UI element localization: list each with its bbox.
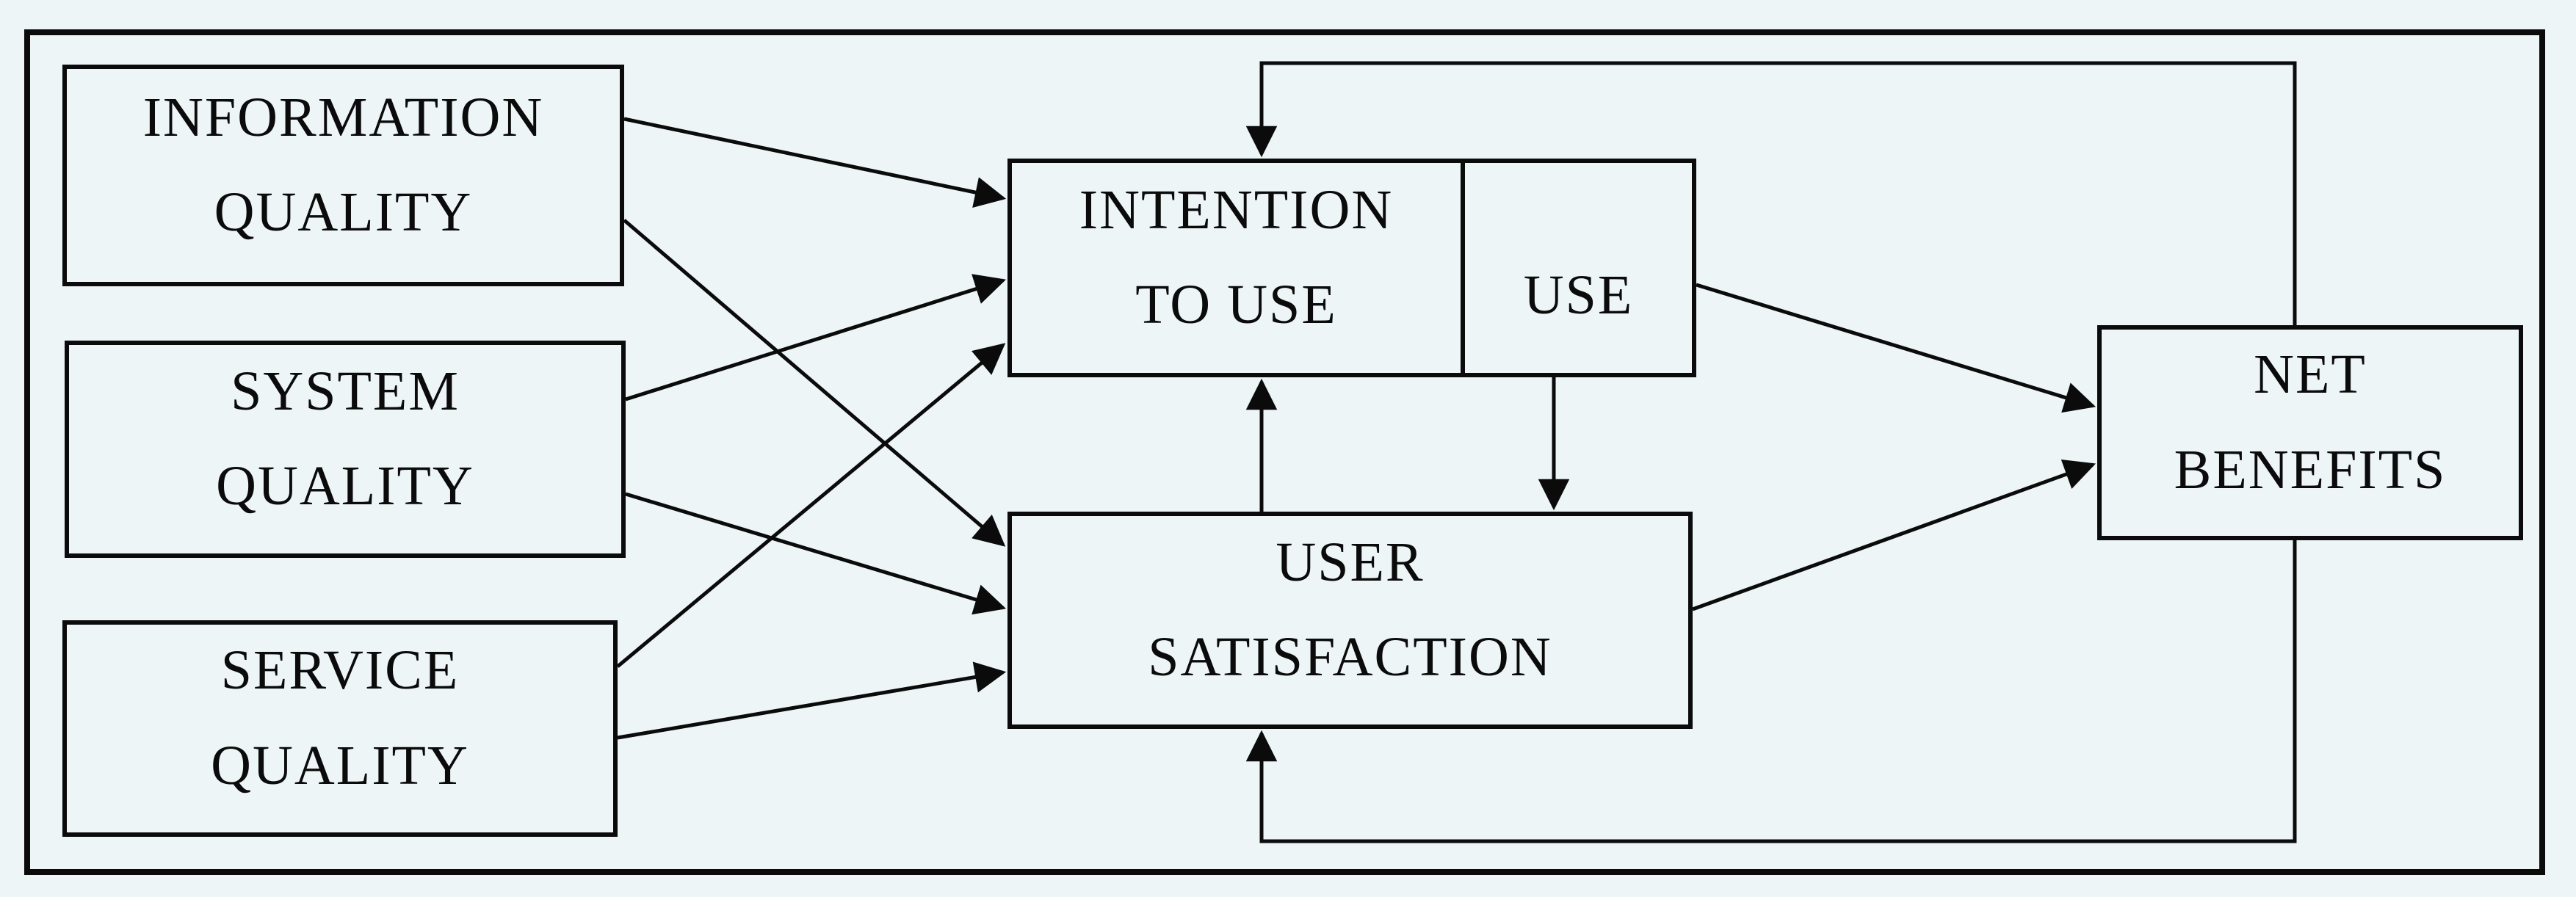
node-label-line: QUALITY [216, 455, 474, 517]
node-label-line: USE [1523, 264, 1634, 327]
edge-system-quality-to-intention [625, 274, 1007, 402]
edge-use-to-net-benefits [1696, 283, 2096, 413]
node-use: USE [1461, 159, 1696, 377]
node-label-line: TO USE [1135, 274, 1337, 335]
node-label: INTENTION TO USE [1079, 163, 1393, 352]
node-user-satisfaction: USER SATISFACTION [1007, 512, 1693, 729]
edge-net-benefits-feedback-to-intention [1245, 61, 2297, 325]
node-label: NET BENEFITS [2174, 327, 2447, 517]
node-label-line: NET [2254, 344, 2367, 406]
node-label-line: INFORMATION [142, 86, 544, 148]
node-intention-to-use: INTENTION TO USE [1007, 159, 1465, 377]
edge-service-quality-to-intention [616, 343, 1006, 668]
node-label: SERVICE QUALITY [211, 623, 469, 813]
node-label-line: SATISFACTION [1148, 626, 1552, 688]
node-label-line: QUALITY [211, 734, 469, 796]
diagram-outer-border [24, 29, 2545, 875]
node-service-quality: SERVICE QUALITY [62, 620, 618, 837]
node-label: SYSTEM QUALITY [216, 344, 474, 534]
node-label: USE [1524, 248, 1634, 343]
node-label-line: BENEFITS [2174, 438, 2447, 501]
edge-system-quality-to-satisfaction [625, 492, 1007, 615]
node-net-benefits: NET BENEFITS [2097, 325, 2523, 540]
edge-information-quality-to-intention [623, 117, 1007, 208]
edge-information-quality-to-satisfaction [623, 219, 1006, 547]
edge-service-quality-to-satisfaction [617, 661, 1007, 740]
node-label-line: USER [1276, 531, 1425, 593]
node-label-line: QUALITY [214, 181, 473, 243]
node-information-quality: INFORMATION QUALITY [62, 65, 624, 286]
edge-satisfaction-to-net-benefits [1692, 460, 2096, 611]
node-label-line: SYSTEM [231, 360, 460, 422]
node-label: INFORMATION QUALITY [143, 70, 544, 260]
edge-net-benefits-feedback-to-satisfaction [1245, 540, 2297, 843]
node-label-line: SERVICE [220, 639, 460, 702]
node-label-line: INTENTION [1079, 178, 1394, 241]
node-label: USER SATISFACTION [1148, 515, 1552, 705]
node-system-quality: SYSTEM QUALITY [65, 341, 626, 558]
